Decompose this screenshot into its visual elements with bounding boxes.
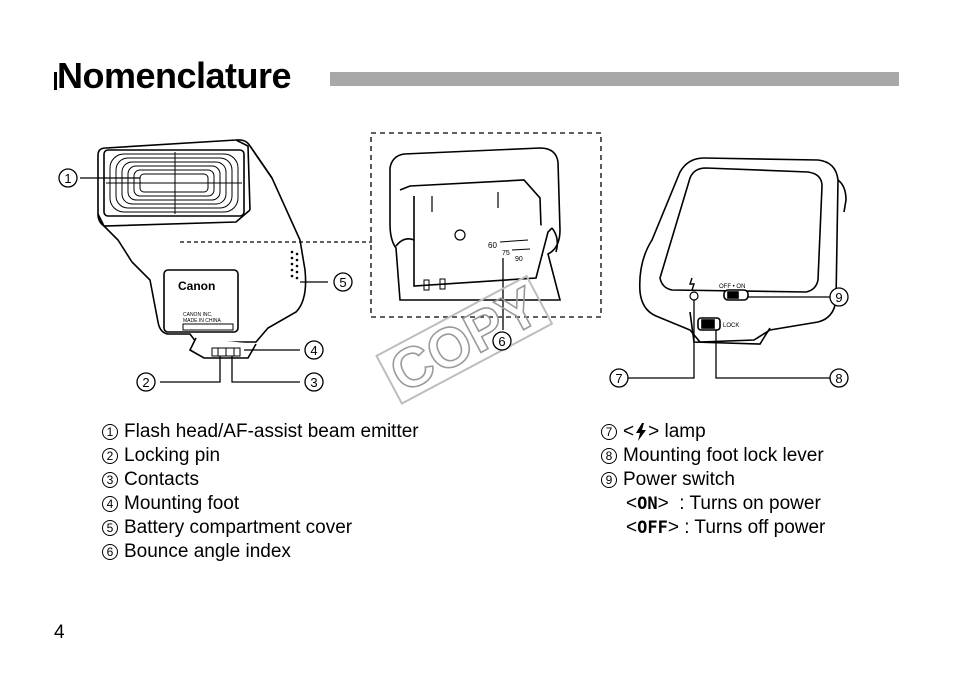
- angle-60-label: 60: [488, 241, 497, 250]
- legend-item-lamp: 7 < > lamp: [601, 420, 825, 444]
- legend-text: Power switch: [623, 469, 735, 490]
- page-number: 4: [54, 622, 65, 643]
- bracket-close: >: [667, 517, 679, 538]
- callout-9: 9: [835, 290, 842, 305]
- flash-front-view: Canon CANON INC. MADE IN CHINA: [97, 139, 372, 359]
- legend-subitem-off: <OFF> : Turns off power: [601, 516, 825, 540]
- callout-8: 8: [835, 371, 842, 386]
- legend-left: 1 Flash head/AF-assist beam emitter 2 Lock…: [102, 420, 419, 564]
- callout-1: 1: [64, 171, 71, 186]
- title-accent-bar: [54, 72, 57, 90]
- legend-text: Bounce angle index: [124, 541, 291, 562]
- legend-number: 5: [102, 520, 118, 536]
- legend-text: Flash head/AF-assist beam emitter: [124, 421, 419, 442]
- legend-right: 7 < > lamp 8 Mounting foot lock lever 9 Po…: [601, 420, 825, 540]
- legend-number: 7: [601, 424, 617, 440]
- on-keyword: ON: [637, 494, 658, 514]
- flash-illustration: Canon CANON INC. MADE IN CHINA: [58, 132, 849, 405]
- maker-label: CANON INC.: [183, 312, 212, 318]
- callout-2: 2: [142, 375, 149, 390]
- legend-item: 5 Battery compartment cover: [102, 516, 419, 540]
- legend-item: 9 Power switch: [601, 468, 825, 492]
- legend-text: Mounting foot lock lever: [623, 445, 824, 466]
- legend-text: Locking pin: [124, 445, 221, 466]
- flash-bolt-icon: [636, 423, 647, 441]
- legend-item: 4 Mounting foot: [102, 492, 419, 516]
- legend-number: 8: [601, 448, 617, 464]
- bracket-open: <: [626, 517, 638, 538]
- callout-7: 7: [615, 371, 622, 386]
- power-switch-label: OFF • ON: [719, 284, 745, 290]
- off-description: : Turns off power: [678, 517, 826, 538]
- lock-label: LOCK: [723, 323, 739, 329]
- brand-label: Canon: [178, 279, 215, 293]
- callout-6: 6: [498, 334, 505, 349]
- legend-text-close: > lamp: [648, 421, 706, 442]
- angle-75-label: 75: [502, 250, 510, 257]
- title-rule: [330, 72, 899, 86]
- legend-number: 6: [102, 544, 118, 560]
- callout-4: 4: [310, 343, 317, 358]
- legend-text: Battery compartment cover: [124, 517, 353, 538]
- made-in-label: MADE IN CHINA: [183, 318, 221, 324]
- legend-number: 2: [102, 448, 118, 464]
- flash-rear-view: OFF • ON LOCK: [638, 157, 847, 345]
- bracket-close: >: [657, 493, 669, 514]
- legend-item: 8 Mounting foot lock lever: [601, 444, 825, 468]
- legend-item: 3 Contacts: [102, 468, 419, 492]
- off-keyword: OFF: [637, 518, 668, 538]
- angle-90-label: 90: [515, 256, 523, 263]
- legend-item: 2 Locking pin: [102, 444, 419, 468]
- legend-item: 1 Flash head/AF-assist beam emitter: [102, 420, 419, 444]
- legend-number: 1: [102, 424, 118, 440]
- legend-number: 3: [102, 472, 118, 488]
- callout-3: 3: [310, 375, 317, 390]
- legend-subitem-on: <ON> : Turns on power: [601, 492, 825, 516]
- legend-text: Mounting foot: [124, 493, 240, 514]
- legend-text: Contacts: [124, 469, 199, 490]
- bracket-open: <: [626, 493, 638, 514]
- page-title: Nomenclature: [57, 55, 292, 96]
- flash-bounce-view: 60 75 90: [389, 147, 562, 301]
- legend-number: 9: [601, 472, 617, 488]
- on-description: : Turns on power: [668, 493, 821, 514]
- callout-5: 5: [339, 275, 346, 290]
- legend-number: 4: [102, 496, 118, 512]
- legend-item: 6 Bounce angle index: [102, 540, 419, 564]
- legend-text-open: <: [623, 421, 635, 442]
